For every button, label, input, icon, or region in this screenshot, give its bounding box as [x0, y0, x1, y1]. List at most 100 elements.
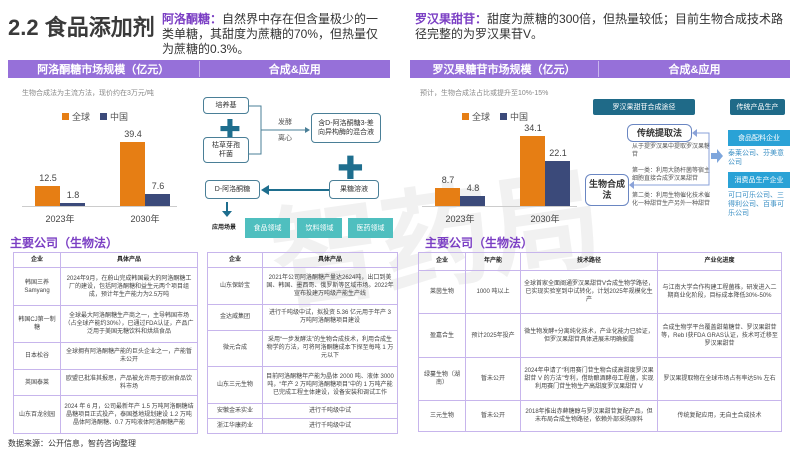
company-name: 韩国CJ第一制糖: [13, 304, 61, 344]
section-title-left: 主要公司（生物法）: [10, 236, 119, 250]
table-cell: 2024年申请了“利用赛门苷生物合成高甜度罗汉果甜苷 V 的方法”专利，借助酿酒…: [520, 356, 658, 402]
legend-item: 全球: [462, 110, 490, 123]
table-row: 安徽金禾实业进行千吨级中试: [207, 403, 398, 419]
legend-label: 全球: [472, 112, 491, 122]
legend-item: 全球: [62, 110, 90, 123]
bracket-arrows: [629, 129, 723, 189]
table-cell: 与江南大学合作构建工程菌株，研发进入二期商业化阶段，目标成本降低30%-50%: [657, 269, 782, 315]
column-header: 企业: [13, 251, 61, 269]
mogroside-header-bar: 罗汉果糖苷市场规模（亿元）合成&应用: [410, 60, 790, 78]
chart-legend: 全球中国: [62, 110, 128, 123]
table-cell: 2024年9月，在蔚山完成韩国最大的阿洛酮糖工厂的建设，包括阿洛酮糖和益生元两个…: [60, 267, 198, 306]
company-name: 英国泰莱: [13, 368, 61, 397]
company-name: 金达威集团: [207, 303, 263, 331]
mogroside-description: 罗汉果甜苷：甜度为蔗糖的300倍，但热量较低；目前生物合成技术路径完整的为罗汉果…: [415, 12, 784, 41]
data-label: 22.1: [549, 147, 567, 158]
plus-icon: ✚: [337, 150, 364, 186]
allulose-description: 阿洛酮糖：自然界中存在但含量极少的一类单糖，其甜度为蔗糖的70%，但热量仅为蔗糖…: [162, 12, 379, 56]
table-cell: 进行千吨级中试: [262, 403, 398, 419]
table-cell: 2024 年 6 月，公司最新年产 1.5 万吨阿洛酮糖结晶糖项目正式投产，泰国…: [60, 395, 198, 434]
company-name: 山东保龄宝: [207, 266, 263, 305]
company-name: 浙江华康药业: [207, 417, 263, 435]
x-tick-label: 2023年: [445, 214, 475, 224]
bar-china: [60, 203, 85, 206]
table-cell: 传统复配应用，无自主合成技术: [657, 400, 782, 432]
table-cell: 全球最大阿洛酮糖生产商之一，主导韩国市场（占全球产能约30%），已通过FDA认证…: [60, 304, 198, 344]
food-companies: 泰莱公司、芬美意公司: [728, 150, 784, 166]
table-row: 韩国CJ第一制糖全球最大阿洛酮糖生产商之一，主导韩国市场（占全球产能约30%），…: [13, 304, 198, 344]
column-header: 具体产品: [262, 252, 398, 268]
x-axis: [22, 206, 177, 207]
bar-global: [35, 185, 60, 206]
extraction-desc: 从于提罗汉果中提取罗汉果糖苷: [632, 144, 711, 158]
x-tick-label: 2030年: [530, 214, 560, 224]
table-header-row: 企业具体产品: [207, 252, 398, 268]
table-cell: 预计2025年投产: [465, 313, 521, 358]
centrifuge-label: 离心: [278, 135, 292, 142]
consumer-goods-box: 消费品生产企业: [728, 172, 790, 188]
table-cell: 全球拥有阿洛酮糖产能的巨头企业之一，产能暂未公开: [60, 342, 198, 370]
legend-label: 中国: [510, 112, 529, 122]
table-cell: 合成生物学平台覆盖甜菊糖苷、罗汉果甜苷等，Reb I获FDA GRAS认证，技术…: [657, 313, 782, 358]
column-header: 企业: [418, 252, 466, 271]
table-cell: 1000 吨以上: [465, 269, 521, 315]
type1-desc: 第一类：利用大肠杆菌等宿主细胞直接合成罗汉果甜苷: [632, 168, 711, 182]
biosynthesis-box: 生物合成法: [585, 174, 629, 206]
bar-china: [545, 160, 570, 206]
table-cell: 全球首家全面阐通罗汉果甜苷V合成生物学路径，已实现实验室到中试转化，计划2025…: [520, 269, 658, 315]
field-medicine: 医药领域: [348, 218, 393, 238]
company-name: 日本松谷: [13, 342, 61, 370]
data-label: 12.5: [39, 172, 57, 183]
data-label: 4.8: [466, 183, 480, 194]
company-name: 绿蔓生物（湖南）: [418, 356, 466, 402]
extraction-box: 传统提取法: [627, 124, 692, 142]
scene-label: 应用场景: [212, 225, 237, 231]
company-name: 三元生物: [418, 400, 466, 432]
legend-label: 全球: [72, 112, 91, 122]
table-cell: 采用“一步发酵法”的生物合成技术，利用合成生物学的方法，可将阿洛酮糖成本下探至每…: [262, 329, 398, 368]
consumer-companies: 可口可乐公司、三得利公司、百事可乐公司: [728, 192, 784, 217]
company-name: 莱茵生物: [418, 269, 466, 315]
column-header: 企业: [207, 252, 263, 268]
bar-global: [120, 141, 145, 206]
legend-item: 中国: [100, 110, 128, 123]
bar-global: [520, 136, 545, 206]
bar-china: [460, 196, 485, 206]
column-header: 产业化进度: [657, 252, 782, 271]
source-note: 数据来源：公开信息，智药咨询整理: [8, 439, 136, 448]
table-cell: 罗汉果提取物在全球市场占有率达5% 左右: [657, 356, 782, 402]
data-label: 8.7: [441, 175, 455, 186]
ferment-label: 发酵: [278, 119, 292, 126]
company-name: 盈嘉合生: [418, 313, 466, 358]
x-tick-label: 2030年: [130, 214, 160, 224]
table-cell: 目前阿洛酮糖年产能为晶体 2000 吨、液体 3000 吨，“年产 2 万吨阿洛…: [262, 366, 398, 405]
mogroside-subtitle: 预计，生物合成法占比或提升至10%-15%: [420, 90, 549, 97]
plus-icon: ✚: [219, 114, 241, 144]
allulose-product-box: D-阿洛酮糖: [205, 180, 260, 199]
mixture-box: 含D-阿洛酮糖3-差向异构酶的混合液: [311, 113, 381, 143]
data-label: 39.4: [124, 128, 142, 139]
company-name: 韩国三养Samyang: [13, 267, 61, 306]
arrow-down-icon: [222, 202, 232, 217]
table-row: 日本松谷全球拥有阿洛酮糖产能的巨头企业之一，产能暂未公开: [13, 342, 198, 370]
legend-swatch: [462, 113, 469, 120]
column-header: 年产能: [465, 252, 521, 271]
column-header: 技术路径: [520, 252, 658, 271]
table-cell: 欧盟已批准其报思，产品被允许用于欧洲食品饮料市场: [60, 368, 198, 397]
company-name: 微元合成: [207, 329, 263, 368]
column-header: 具体产品: [60, 251, 198, 269]
table-row: 英国泰莱欧盟已批准其报思，产品被允许用于欧洲食品饮料市场: [13, 368, 198, 397]
data-label: 1.8: [66, 190, 80, 201]
field-food: 食品领域: [245, 218, 290, 238]
connector-lines: [249, 105, 310, 155]
table-header-row: 企业具体产品: [13, 251, 198, 269]
allulose-header-bar: 阿洛酮糖市场规模（亿元）合成&应用: [8, 60, 390, 78]
